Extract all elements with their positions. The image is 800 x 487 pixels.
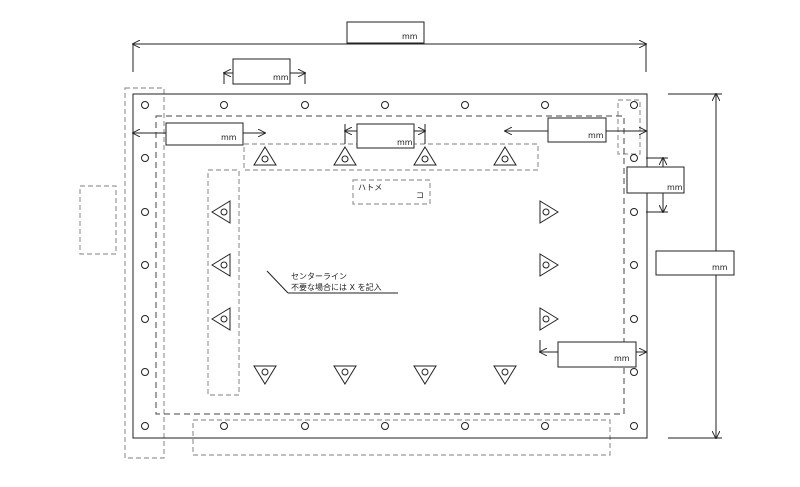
overall-height-unit: mm	[712, 263, 728, 272]
overall-width-unit: mm	[402, 32, 418, 41]
circle-eyelet-icon	[630, 315, 638, 323]
center-line-leader	[266, 270, 289, 294]
side-spacing-unit: mm	[667, 183, 683, 192]
circle-eyelet-icon	[220, 422, 228, 430]
circle-eyelet-icon	[461, 101, 469, 109]
triangle-marker-icon	[333, 146, 357, 166]
triangle-marker-icon	[539, 200, 559, 224]
grommet-label-region	[352, 179, 431, 205]
circle-eyelet-icon	[630, 154, 638, 162]
circle-eyelet-icon	[630, 208, 638, 216]
circle-eyelet-icon	[541, 101, 549, 109]
right-marker-offset-unit: mm	[588, 131, 604, 140]
marker-spacing-unit: mm	[397, 138, 413, 147]
eyelet-spacing-field[interactable]	[232, 58, 291, 85]
circle-eyelet-icon	[381, 101, 389, 109]
side-spacing-field[interactable]	[626, 166, 685, 194]
circle-eyelet-icon	[141, 422, 149, 430]
circle-eyelet-icon	[141, 101, 149, 109]
bottom-marker-offset-unit: mm	[614, 354, 630, 363]
circle-eyelet-icon	[220, 101, 228, 109]
triangle-marker-icon	[211, 307, 231, 331]
overall-width-field[interactable]	[346, 21, 425, 44]
right-hem-region	[617, 99, 641, 155]
triangle-marker-icon	[253, 365, 277, 385]
circle-eyelet-icon	[301, 422, 309, 430]
triangle-marker-icon	[333, 365, 357, 385]
left-marker-region	[207, 169, 240, 396]
circle-eyelet-icon	[141, 368, 149, 376]
eyelet-spacing-unit: mm	[273, 73, 289, 82]
circle-eyelet-icon	[630, 368, 638, 376]
side-tab-region	[79, 185, 117, 255]
markers	[211, 146, 559, 385]
triangle-marker-icon	[413, 146, 437, 166]
circle-eyelet-icon	[461, 422, 469, 430]
triangle-marker-icon	[211, 200, 231, 224]
triangle-marker-icon	[253, 146, 277, 166]
grommet-label: ハトメ	[358, 183, 382, 192]
inner-sewing-line	[155, 115, 625, 415]
circle-eyelet-icon	[630, 261, 638, 269]
bottom-marker-offset-field[interactable]	[557, 341, 637, 368]
center-line-note-line2: 不要な場合には X を記入	[291, 282, 382, 292]
left-hem-region	[124, 87, 165, 459]
overall-height-field[interactable]	[655, 250, 735, 276]
triangle-marker-icon	[493, 365, 517, 385]
left-marker-offset-field[interactable]	[165, 122, 244, 146]
circle-eyelet-icon	[141, 154, 149, 162]
circle-eyelet-icon	[630, 101, 638, 109]
triangle-marker-icon	[539, 253, 559, 277]
circle-eyelet-icon	[141, 315, 149, 323]
grommet-count-suffix: コ	[416, 191, 424, 200]
circle-eyelet-icon	[381, 422, 389, 430]
center-line-note-line1: センターライン	[291, 272, 347, 281]
circle-eyelet-icon	[141, 208, 149, 216]
eyelets	[141, 101, 638, 430]
right-marker-offset-field[interactable]	[547, 117, 607, 143]
triangle-marker-icon	[211, 253, 231, 277]
circle-eyelet-icon	[630, 422, 638, 430]
circle-eyelet-icon	[301, 101, 309, 109]
triangle-marker-icon	[413, 365, 437, 385]
panel-outline	[132, 93, 648, 439]
triangle-marker-icon	[539, 307, 559, 331]
triangle-marker-icon	[493, 146, 517, 166]
left-marker-offset-unit: mm	[221, 133, 237, 142]
circle-eyelet-icon	[541, 422, 549, 430]
marker-spacing-field[interactable]	[356, 123, 415, 149]
circle-eyelet-icon	[141, 261, 149, 269]
